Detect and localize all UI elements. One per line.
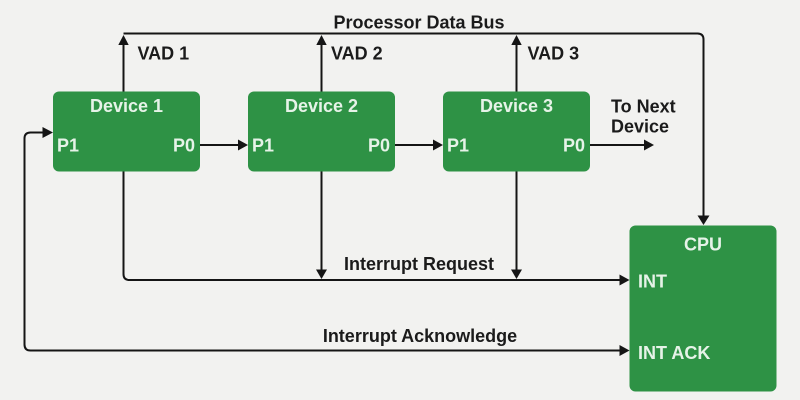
- svg-text:P1: P1: [447, 136, 469, 156]
- svg-text:Processor Data Bus: Processor Data Bus: [333, 13, 504, 33]
- svg-text:P1: P1: [252, 136, 274, 156]
- svg-text:Device 3: Device 3: [480, 96, 553, 116]
- svg-text:INT ACK: INT ACK: [638, 343, 710, 363]
- svg-text:VAD 2: VAD 2: [331, 44, 383, 64]
- svg-text:P0: P0: [563, 136, 585, 156]
- svg-text:INT: INT: [638, 272, 667, 292]
- svg-text:Device 2: Device 2: [285, 96, 358, 116]
- svg-text:Device 1: Device 1: [90, 96, 163, 116]
- svg-text:Interrupt Request: Interrupt Request: [344, 254, 494, 274]
- svg-text:P1: P1: [57, 136, 79, 156]
- svg-text:CPU: CPU: [684, 235, 722, 255]
- svg-text:VAD 3: VAD 3: [528, 44, 580, 64]
- svg-text:P0: P0: [173, 136, 195, 156]
- svg-text:Interrupt Acknowledge: Interrupt Acknowledge: [323, 326, 517, 346]
- svg-text:Device: Device: [611, 117, 669, 137]
- svg-text:P0: P0: [368, 136, 390, 156]
- svg-text:VAD 1: VAD 1: [138, 44, 190, 64]
- svg-text:To Next: To Next: [611, 97, 676, 117]
